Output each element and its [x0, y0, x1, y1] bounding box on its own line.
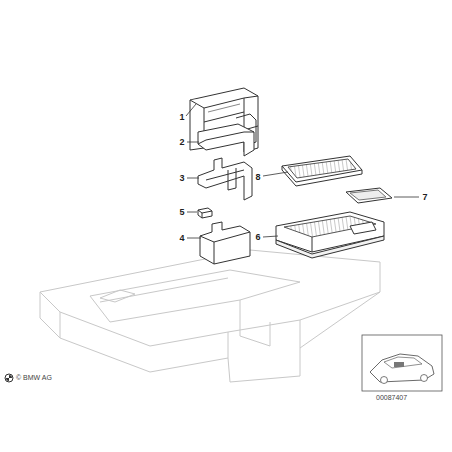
- callout-number: 5: [179, 208, 184, 217]
- part-drawings: [190, 88, 392, 264]
- diagram-number: 00087407: [376, 394, 407, 401]
- callout-number: 3: [179, 174, 184, 183]
- copyright-note: © BMW AG: [16, 374, 52, 381]
- centre-console: [40, 250, 380, 382]
- bmw-logo: [5, 374, 13, 382]
- callout-number: 2: [179, 138, 184, 147]
- callout-number: 6: [255, 233, 260, 242]
- vehicle-inset: [362, 335, 442, 391]
- callout-number: 4: [179, 234, 184, 243]
- callout-number: 7: [422, 193, 427, 202]
- callout-number: 1: [179, 113, 184, 122]
- callout-number: 8: [255, 173, 260, 182]
- leader-lines: [186, 104, 419, 238]
